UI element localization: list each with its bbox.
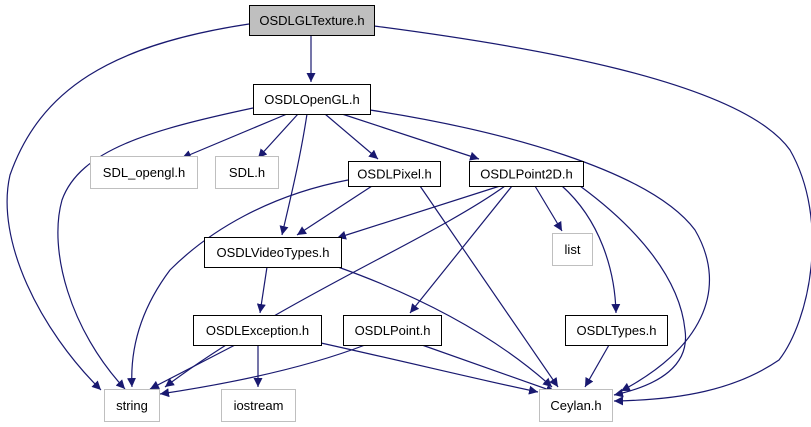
node-sdl_opengl: SDL_opengl.h (90, 156, 198, 189)
node-box-osdlgltexture (249, 5, 375, 36)
node-label-list: list (565, 242, 581, 257)
node-osdlpoint[interactable]: OSDLPoint.h (343, 315, 442, 346)
edge-osdlpoint2d-to-list (534, 185, 563, 232)
edge-osdlpixel-to-osdlvideotypes (296, 185, 373, 236)
edge-osdlgltexture-to-string (6, 23, 250, 391)
node-osdlexception[interactable]: OSDLException.h (193, 315, 322, 346)
edge-osdlpoint2d-to-osdlpoint (409, 185, 513, 314)
node-label-osdlvideotypes: OSDLVideoTypes.h (217, 245, 330, 260)
edge-osdlopengl-to-sdl (257, 113, 299, 159)
node-ceylan: Ceylan.h (539, 389, 613, 422)
node-label-ceylan: Ceylan.h (550, 398, 601, 413)
edge-osdlpixel-to-ceylan (419, 185, 559, 388)
node-box-osdlpoint (343, 315, 442, 346)
node-box-ceylan (539, 389, 613, 422)
node-box-osdltypes (565, 315, 668, 346)
edge-osdlpoint2d-to-ceylan (579, 185, 687, 398)
node-box-osdlopengl (253, 84, 371, 115)
node-label-osdlpixel: OSDLPixel.h (357, 167, 431, 182)
edge-osdlexception-to-ceylan (320, 342, 539, 395)
node-box-string (104, 389, 160, 422)
node-osdltypes[interactable]: OSDLTypes.h (565, 315, 668, 346)
node-osdlpixel[interactable]: OSDLPixel.h (348, 161, 441, 187)
node-label-osdlgltexture: OSDLGLTexture.h (259, 13, 364, 28)
node-box-osdlvideotypes (204, 237, 342, 268)
node-box-iostream (221, 389, 296, 422)
edge-osdlpoint-to-string (159, 344, 366, 398)
node-list: list (552, 233, 593, 266)
node-osdlgltexture[interactable]: OSDLGLTexture.h (249, 5, 375, 36)
edge-osdlvideotypes-to-osdlexception (256, 266, 268, 314)
node-string: string (104, 389, 160, 422)
node-osdlpoint2d[interactable]: OSDLPoint2D.h (469, 161, 584, 187)
edge-osdlopengl-to-sdl_opengl (181, 113, 288, 159)
edge-osdlgltexture-to-ceylan (373, 25, 811, 406)
node-label-osdlexception: OSDLException.h (206, 323, 309, 338)
node-box-list (552, 233, 593, 266)
edge-osdlpoint-to-ceylan (421, 344, 556, 394)
edge-osdlopengl-to-osdlvideotypes (279, 113, 308, 236)
node-box-osdlpoint2d (469, 161, 584, 187)
node-osdlopengl[interactable]: OSDLOpenGL.h (253, 84, 371, 115)
edge-layer (6, 23, 811, 406)
node-label-string: string (116, 398, 148, 413)
node-box-sdl (215, 156, 279, 189)
node-label-osdlpoint2d: OSDLPoint2D.h (480, 167, 573, 182)
edge-osdlpoint2d-to-string (164, 185, 506, 388)
edge-osdlpoint2d-to-osdlvideotypes (336, 185, 501, 240)
node-iostream: iostream (221, 389, 296, 422)
edge-osdlpixel-to-string (127, 179, 349, 388)
node-label-osdltypes: OSDLTypes.h (577, 323, 657, 338)
node-box-osdlpixel (348, 161, 441, 187)
node-osdlvideotypes[interactable]: OSDLVideoTypes.h (204, 237, 342, 268)
node-label-osdlpoint: OSDLPoint.h (355, 323, 431, 338)
node-label-osdlopengl: OSDLOpenGL.h (264, 92, 359, 107)
edge-osdlexception-to-string (149, 344, 236, 390)
edge-osdlvideotypes-to-ceylan (337, 266, 553, 388)
node-label-sdl_opengl: SDL_opengl.h (103, 165, 185, 180)
node-label-iostream: iostream (234, 398, 284, 413)
node-box-osdlexception (193, 315, 322, 346)
node-label-sdl: SDL.h (229, 165, 265, 180)
node-box-sdl_opengl (90, 156, 198, 189)
edge-osdlopengl-to-osdlpoint2d (341, 113, 480, 161)
edge-osdlopengl-to-osdlpixel (324, 113, 379, 160)
edge-osdlopengl-to-string (57, 107, 254, 390)
node-sdl: SDL.h (215, 156, 279, 189)
edge-osdlpoint2d-to-osdltypes (561, 185, 621, 314)
edge-osdlopengl-to-ceylan (369, 109, 710, 392)
edge-osdltypes-to-ceylan (584, 344, 610, 388)
